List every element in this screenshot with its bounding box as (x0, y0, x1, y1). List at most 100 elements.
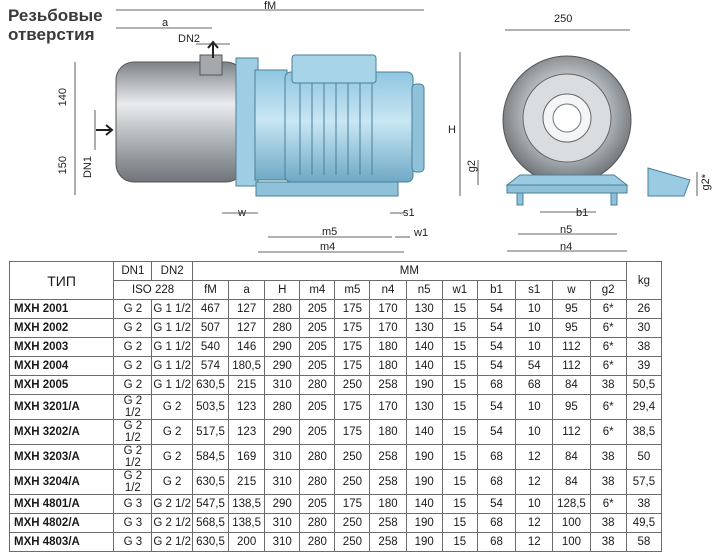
dim-m5-label: m5 (322, 226, 338, 238)
value-cell: 12 (515, 469, 554, 495)
value-cell: 190 (405, 444, 443, 470)
end-dimension-lines (477, 29, 630, 252)
dim-n4-label: n4 (560, 241, 573, 253)
value-cell: 280 (299, 532, 336, 552)
value-cell: 170 (369, 394, 407, 420)
value-cell: 190 (405, 469, 443, 495)
value-cell: 6* (589, 494, 627, 514)
dim-s1-label: s1 (403, 207, 415, 219)
dim-fM-label: fM (264, 0, 277, 12)
value-cell: 38 (589, 375, 627, 395)
value-cell: 205 (299, 494, 336, 514)
value-cell: 30 (625, 318, 663, 338)
dim-g2star-label: g2* (700, 174, 712, 191)
value-cell: G 2 (151, 469, 193, 495)
value-cell: 15 (441, 494, 478, 514)
value-cell: 175 (334, 419, 371, 445)
value-cell: 112 (552, 337, 591, 357)
value-cell: 38 (589, 532, 627, 552)
value-cell: 205 (299, 356, 336, 376)
value-cell: 84 (552, 469, 591, 495)
value-cell: 250 (334, 444, 371, 470)
value-cell: 215 (228, 469, 266, 495)
value-cell: 200 (228, 532, 266, 552)
value-cell: G 1 1/2 (151, 356, 193, 376)
value-cell: G 2 (151, 394, 193, 420)
value-cell: 310 (264, 375, 301, 395)
value-cell: 57,5 (625, 469, 663, 495)
value-cell: 250 (334, 469, 371, 495)
value-cell: 250 (334, 532, 371, 552)
side-dimension-lines (74, 9, 461, 253)
value-cell: 258 (369, 444, 407, 470)
value-cell: G 2 1/2 (151, 513, 193, 533)
value-cell: 290 (264, 337, 301, 357)
col-mm-header: MM (191, 261, 627, 281)
value-cell: 180 (369, 419, 407, 445)
col-kg-header: kg (625, 261, 663, 300)
value-cell: 280 (264, 394, 301, 420)
value-cell: G 2 (113, 318, 153, 338)
col-m5-header: m5 (334, 280, 371, 300)
col-dn1-header: DN1 (113, 261, 153, 281)
value-cell: 54 (476, 337, 517, 357)
model-cell: MXH 3203/A (8, 444, 115, 470)
col-dn2-header: DN2 (151, 261, 193, 281)
value-cell: 170 (369, 299, 407, 319)
value-cell: 68 (515, 375, 554, 395)
value-cell: 10 (515, 494, 554, 514)
value-cell: 29,4 (625, 394, 663, 420)
dim-H-label: H (448, 124, 456, 136)
value-cell: 175 (334, 394, 371, 420)
value-cell: 175 (334, 299, 371, 319)
value-cell: 630,5 (191, 375, 230, 395)
value-cell: 100 (552, 532, 591, 552)
value-cell: 290 (264, 356, 301, 376)
value-cell: 258 (369, 513, 407, 533)
value-cell: 10 (515, 394, 554, 420)
value-cell: 170 (369, 318, 407, 338)
value-cell: 50 (625, 444, 663, 470)
value-cell: 58 (625, 532, 663, 552)
value-cell: 68 (476, 444, 517, 470)
value-cell: 26 (625, 299, 663, 319)
value-cell: 630,5 (191, 469, 230, 495)
value-cell: 280 (299, 469, 336, 495)
col-iso-header: ISO 228 (113, 280, 193, 300)
value-cell: G 2 1/2 (151, 494, 193, 514)
value-cell: 12 (515, 532, 554, 552)
value-cell: 38,5 (625, 419, 663, 445)
value-cell: G 1 1/2 (151, 337, 193, 357)
value-cell: 38 (589, 444, 627, 470)
model-cell: MXH 2004 (8, 356, 115, 376)
value-cell: 15 (441, 375, 478, 395)
model-cell: MXH 3201/A (8, 394, 115, 420)
model-cell: MXH 3204/A (8, 469, 115, 495)
model-cell: MXH 2005 (8, 375, 115, 395)
value-cell: 12 (515, 444, 554, 470)
value-cell: 205 (299, 394, 336, 420)
value-cell: 250 (334, 375, 371, 395)
value-cell: 68 (476, 375, 517, 395)
value-cell: 280 (264, 299, 301, 319)
value-cell: 138,5 (228, 513, 266, 533)
value-cell: 127 (228, 299, 266, 319)
value-cell: 10 (515, 299, 554, 319)
value-cell: 12 (515, 513, 554, 533)
value-cell: 38 (625, 337, 663, 357)
value-cell: 138,5 (228, 494, 266, 514)
pump-drawing-svg (74, 9, 698, 253)
value-cell: 130 (405, 394, 443, 420)
value-cell: 15 (441, 532, 478, 552)
col-type-header: ТИП (8, 261, 115, 300)
col-n5-header: n5 (405, 280, 443, 300)
value-cell: 503,5 (191, 394, 230, 420)
value-cell: 258 (369, 375, 407, 395)
value-cell: 128,5 (552, 494, 591, 514)
col-fM-header: fM (191, 280, 230, 300)
value-cell: 84 (552, 444, 591, 470)
value-cell: G 2 1/2 (113, 394, 153, 420)
